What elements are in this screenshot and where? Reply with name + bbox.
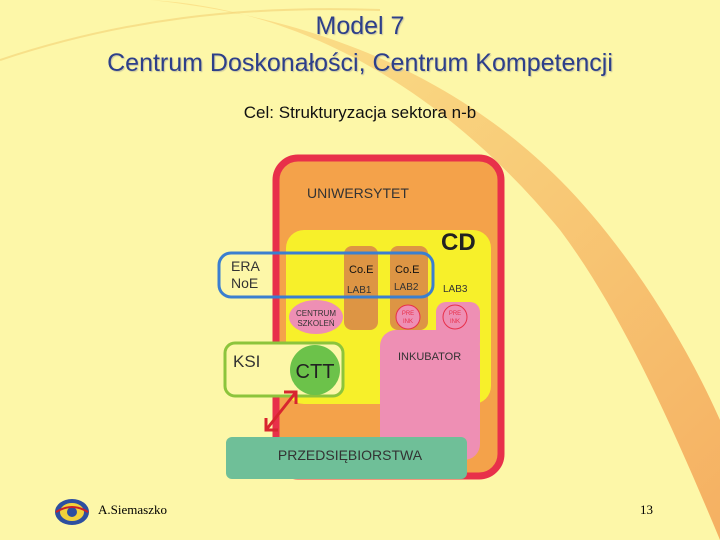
- inkubator-label: INKUBATOR: [398, 351, 461, 363]
- lab1-box: [344, 246, 378, 330]
- przedsiebiorstwa-label: PRZEDSIĘBIORSTWA: [278, 447, 423, 463]
- preink2-circle: [442, 304, 468, 330]
- ctt-circle: [290, 345, 340, 395]
- double-arrow-icon: [264, 390, 298, 432]
- centrum-szkolen-circle: [289, 300, 343, 334]
- przedsiebiorstwa-box: [226, 437, 467, 479]
- coe1-label: Co.E: [349, 264, 373, 276]
- ksi-label: KSI: [233, 352, 260, 371]
- slide-title-line1: Model 7: [315, 12, 405, 40]
- inkubator-box: [380, 330, 480, 460]
- footer-author: A.Siemaszko: [98, 502, 167, 517]
- era-label: ERA: [231, 258, 260, 274]
- coe2-label: Co.E: [395, 264, 419, 276]
- preink1-line1: PRE: [402, 311, 414, 317]
- university-label: UNIWERSYTET: [307, 185, 409, 201]
- preink1-circle: [395, 304, 421, 330]
- organization-logo: [55, 499, 89, 525]
- era-noe-box: [217, 251, 435, 299]
- slide-title-line2: Centrum Doskonałości, Centrum Kompetencj…: [107, 49, 613, 77]
- slide-subtitle: Cel: Strukturyzacja sektora n-b: [243, 103, 477, 122]
- ctt-label: CTT: [296, 361, 335, 383]
- page-number: 13: [640, 502, 653, 517]
- centrum-label-line1: CENTRUM: [296, 309, 336, 318]
- centrum-label-line2: SZKOLEŃ: [297, 319, 335, 328]
- preink1-line2: INK: [403, 319, 413, 325]
- preink2-line1: PRE: [449, 311, 461, 317]
- cd-label: CD: [441, 229, 476, 256]
- noe-label: NoE: [231, 275, 258, 291]
- lab2-label: LAB2: [394, 282, 419, 293]
- lab3-label: LAB3: [443, 284, 468, 295]
- lab1-label: LAB1: [347, 285, 372, 296]
- preink2-line2: INK: [450, 319, 460, 325]
